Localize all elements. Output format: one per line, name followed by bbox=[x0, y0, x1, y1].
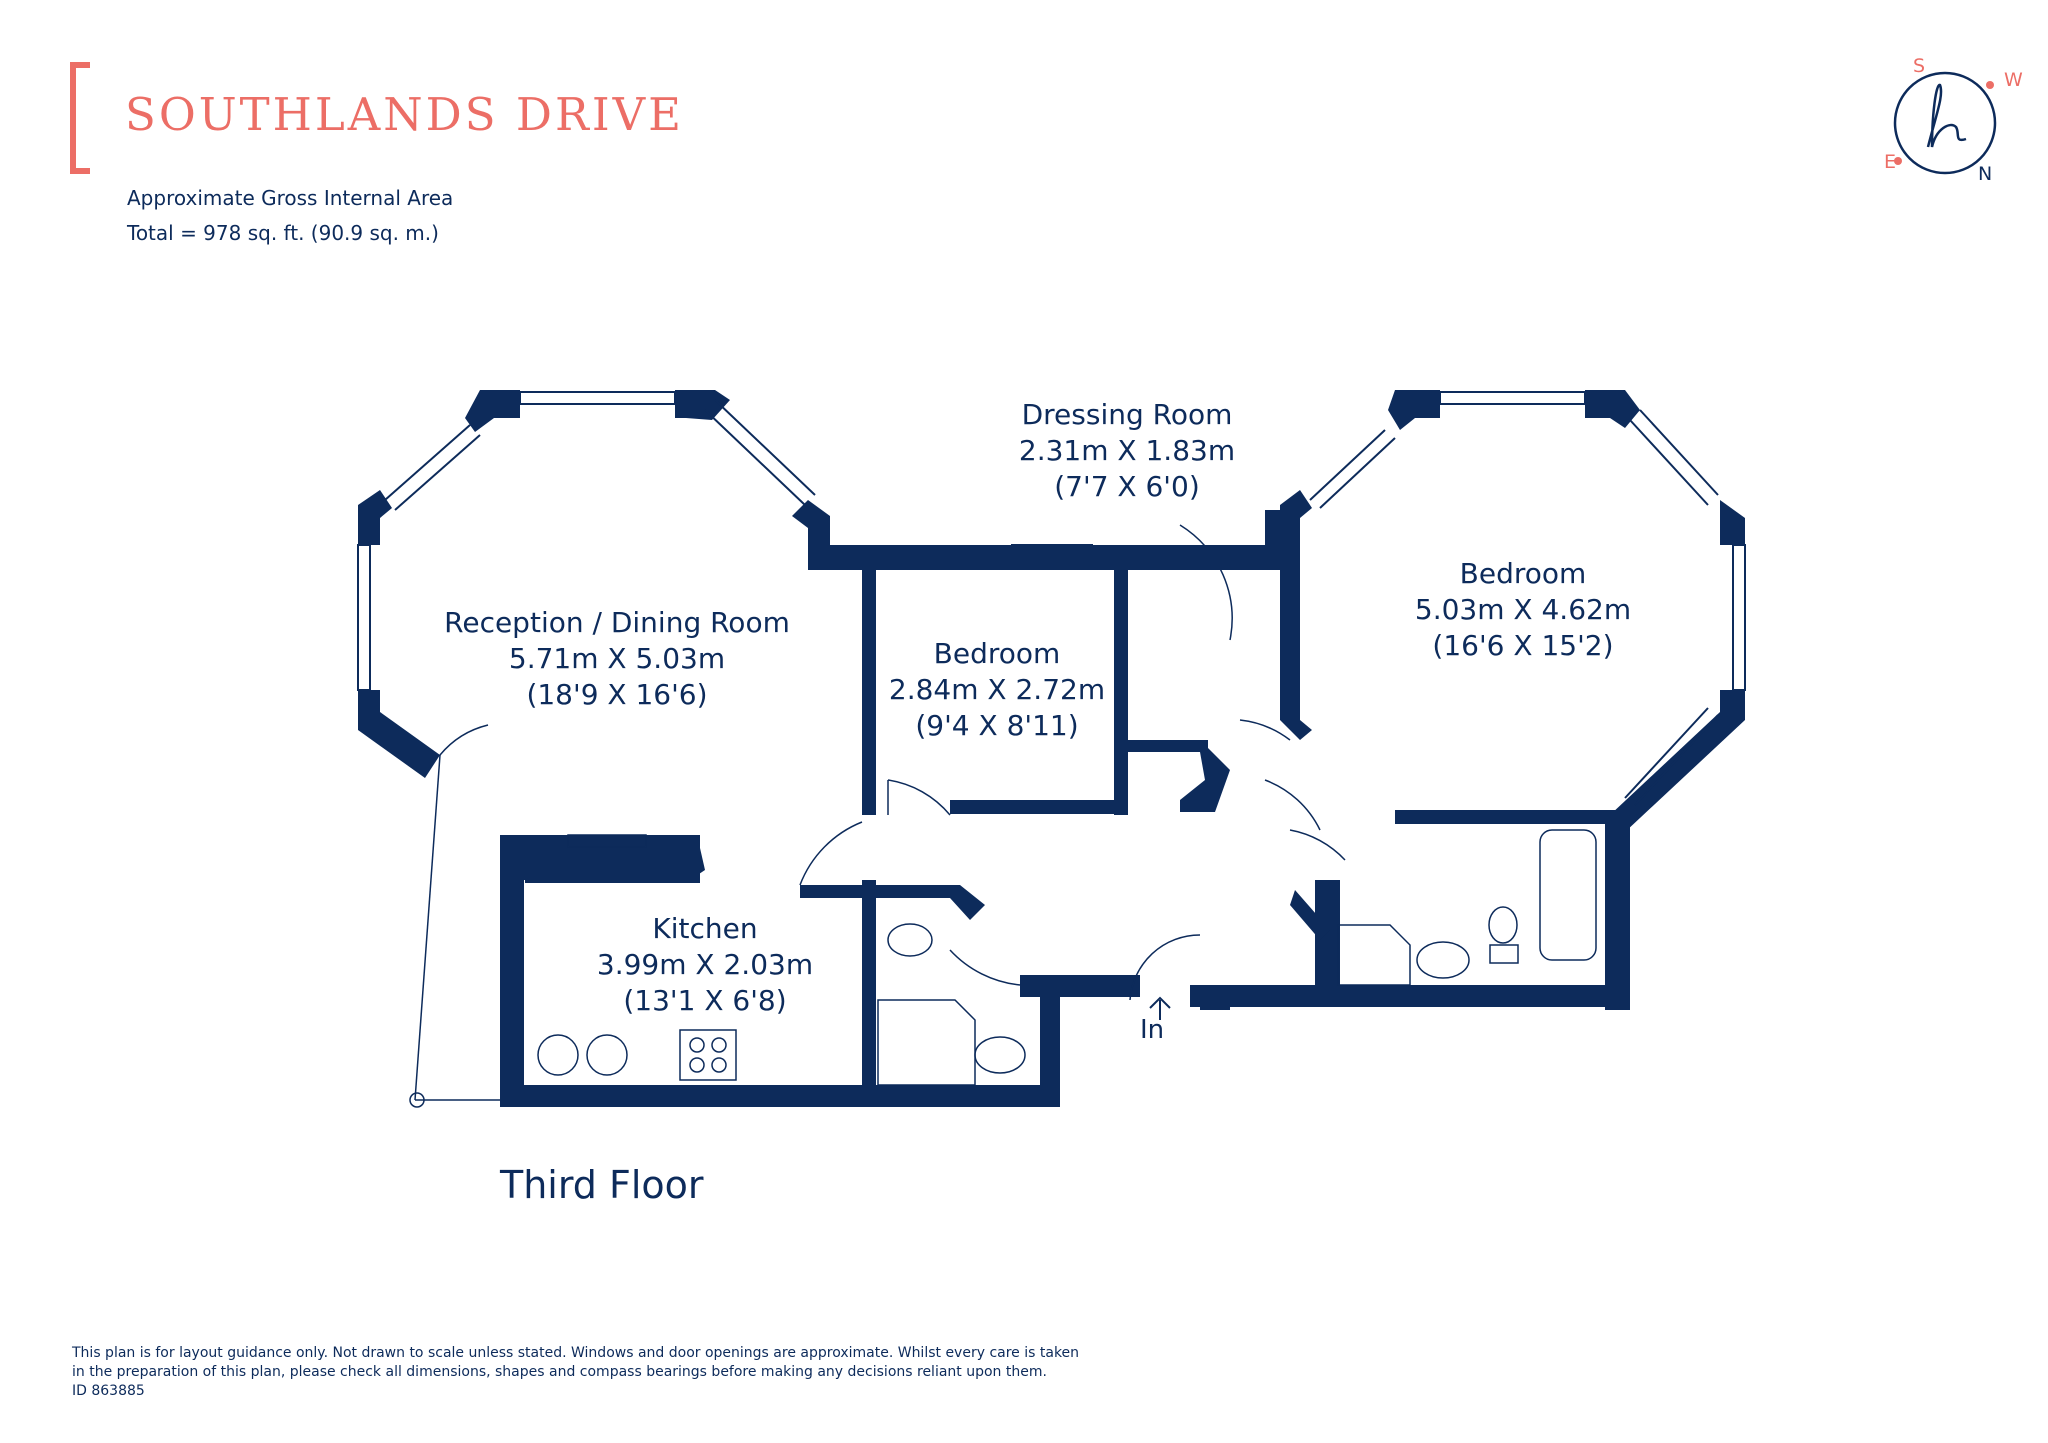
room-bedroom-large-name: Bedroom bbox=[1459, 557, 1587, 590]
room-reception: Reception / Dining Room 5.71m X 5.03m (1… bbox=[444, 605, 790, 713]
room-reception-name: Reception / Dining Room bbox=[444, 606, 790, 639]
windows bbox=[357, 391, 1746, 1016]
room-bedroom-small-imperial: (9'4 X 8'11) bbox=[915, 709, 1079, 742]
room-kitchen-imperial: (13'1 X 6'8) bbox=[623, 984, 787, 1017]
disclaimer-id: ID 863885 bbox=[72, 1383, 145, 1399]
compass-e: E bbox=[1884, 151, 1897, 173]
entrance-label: In bbox=[1140, 1015, 1165, 1045]
room-bedroom-small-name: Bedroom bbox=[933, 637, 1061, 670]
disclaimer-line-2: in the preparation of this plan, please … bbox=[72, 1364, 1047, 1380]
title-bracket bbox=[70, 62, 90, 174]
room-kitchen-metric: 3.99m X 2.03m bbox=[596, 948, 814, 981]
room-reception-metric: 5.71m X 5.03m bbox=[508, 642, 726, 675]
room-bedroom-small-metric: 2.84m X 2.72m bbox=[888, 673, 1106, 706]
area-total: Total = 978 sq. ft. (90.9 sq. m.) bbox=[127, 221, 439, 245]
room-bedroom-small: Bedroom 2.84m X 2.72m (9'4 X 8'11) bbox=[889, 636, 1105, 744]
room-dressing: Dressing Room 2.31m X 1.83m (7'7 X 6'0) bbox=[1019, 397, 1235, 505]
compass-n: N bbox=[1978, 163, 1993, 185]
room-reception-imperial: (18'9 X 16'6) bbox=[526, 678, 708, 711]
room-bedroom-large-imperial: (16'6 X 15'2) bbox=[1432, 629, 1614, 662]
room-bedroom-large: Bedroom 5.03m X 4.62m (16'6 X 15'2) bbox=[1415, 556, 1631, 664]
property-title: SOUTHLANDS DRIVE bbox=[125, 88, 684, 141]
compass-w: W bbox=[2004, 69, 2023, 91]
floor-label: Third Floor bbox=[500, 1163, 704, 1207]
room-dressing-imperial: (7'7 X 6'0) bbox=[1054, 470, 1200, 503]
doors bbox=[409, 524, 1346, 1108]
room-dressing-metric: 2.31m X 1.83m bbox=[1018, 434, 1236, 467]
disclaimer-line-1: This plan is for layout guidance only. N… bbox=[72, 1345, 1080, 1361]
logo-icon bbox=[1893, 71, 1997, 175]
compass-logo: S W E N bbox=[1870, 55, 2023, 185]
room-kitchen: Kitchen 3.99m X 2.03m (13'1 X 6'8) bbox=[597, 911, 813, 1019]
fixtures bbox=[537, 829, 1597, 1086]
area-label: Approximate Gross Internal Area bbox=[127, 186, 454, 210]
room-dressing-name: Dressing Room bbox=[1021, 398, 1233, 431]
compass-s: S bbox=[1913, 55, 1926, 77]
disclaimer: This plan is for layout guidance only. N… bbox=[72, 1344, 1172, 1401]
room-kitchen-name: Kitchen bbox=[652, 912, 758, 945]
room-bedroom-large-metric: 5.03m X 4.62m bbox=[1414, 593, 1632, 626]
entrance-arrow bbox=[1149, 996, 1171, 1020]
